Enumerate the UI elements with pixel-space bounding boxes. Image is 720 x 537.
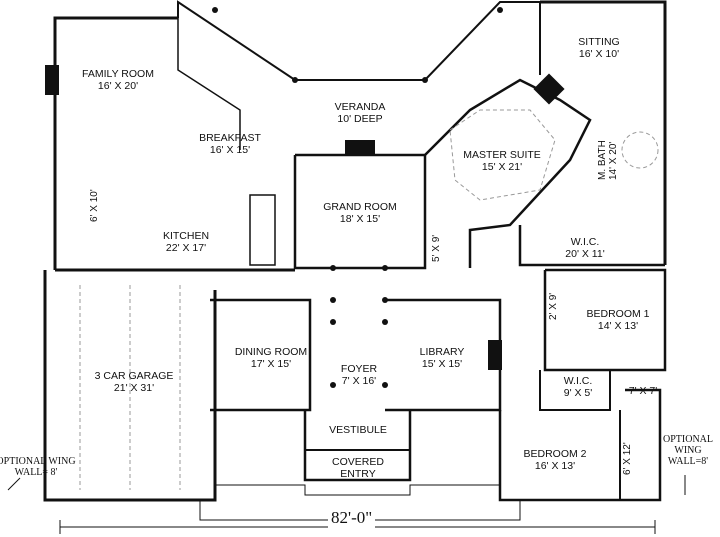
room-name: GRAND ROOM (323, 201, 397, 213)
room-size: 7' X 16' (341, 375, 377, 387)
master-tray-ceiling (449, 109, 556, 201)
fireplace-library (488, 340, 502, 370)
room-size: 16' X 20' (97, 80, 139, 92)
room-size: 22' X 17' (165, 242, 207, 254)
sitting-walls (540, 0, 667, 265)
dim-bath-2: 7' X 7' (628, 385, 658, 397)
room-name: DINING ROOM (234, 346, 308, 358)
room-name: SITTING (578, 36, 620, 48)
dim-closet: 2' X 9' (548, 292, 559, 320)
room-size: 10' DEEP (337, 113, 383, 125)
room-master-wic: W.I.C.20' X 11' (565, 236, 604, 260)
room-name: BREAKFAST (199, 132, 261, 144)
overall-width-dimension: 82'-0" (328, 508, 376, 528)
room-name: BEDROOM 2 (523, 448, 587, 460)
room-size: 18' X 15' (339, 213, 381, 225)
room-name: MASTER SUITE (463, 149, 541, 161)
room-name: 3 CAR GARAGE (94, 370, 174, 382)
room-size: 14' X 20' (608, 141, 619, 180)
room-size: 14' X 13' (597, 320, 639, 332)
room-name: W.I.C. (570, 236, 600, 248)
note-line: WALL= 8' (14, 467, 58, 478)
vestibule-walls (303, 410, 412, 482)
room-wic-2: W.I.C.9' X 5' (564, 375, 593, 399)
dining-walls (210, 298, 312, 412)
veranda-outline (177, 0, 540, 81)
room-size: ENTRY (340, 468, 376, 480)
room-name: M. BATH (597, 140, 608, 180)
breakfast-walls (177, 18, 241, 150)
room-vestibule: VESTIBULE (329, 424, 387, 436)
fireplace-family (45, 65, 59, 95)
room-size: 16' X 13' (534, 460, 576, 472)
fireplace-grand (345, 140, 375, 154)
note-line: OPTIONAL WING (0, 456, 76, 467)
room-name: KITCHEN (162, 230, 210, 242)
bedroom1-walls (543, 268, 667, 372)
room-size: 15' X 21' (481, 161, 523, 173)
wic2-walls (539, 370, 611, 411)
room-name: BEDROOM 1 (586, 308, 650, 320)
room-name: COVERED (332, 456, 384, 468)
note-line: WING (674, 445, 702, 456)
room-name: FOYER (340, 363, 378, 375)
grand-room-walls (293, 153, 427, 270)
note-line: WALL=8' (667, 456, 709, 467)
dim-laundry: 6' X 10' (89, 189, 100, 222)
master-walls (424, 78, 592, 268)
tub (621, 131, 659, 169)
dim-bath-3: 6' X 12' (622, 442, 633, 475)
room-size: 9' X 5' (563, 387, 593, 399)
room-size: 20' X 11' (565, 248, 605, 260)
wic-walls (518, 225, 665, 267)
room-name: LIBRARY (419, 346, 465, 358)
room-name: W.I.C. (563, 375, 593, 387)
room-size: 15' X 15' (421, 358, 463, 370)
room-size: 21' X 31' (113, 382, 155, 394)
room-size: 16' X 10' (578, 48, 620, 60)
note-line: OPTIONAL (663, 434, 713, 445)
garage-walls (43, 270, 217, 502)
steps (215, 484, 500, 496)
family-room-walls (53, 16, 178, 270)
room-size: 17' X 15' (250, 358, 292, 370)
room-name: FAMILY ROOM (82, 68, 154, 80)
room-size: 16' X 15' (209, 144, 251, 156)
room-name: VERANDA (334, 101, 386, 113)
room-name: VESTIBULE (329, 424, 387, 436)
bedroom2-walls (498, 388, 662, 502)
dim-powder: 5' X 9' (431, 234, 442, 262)
